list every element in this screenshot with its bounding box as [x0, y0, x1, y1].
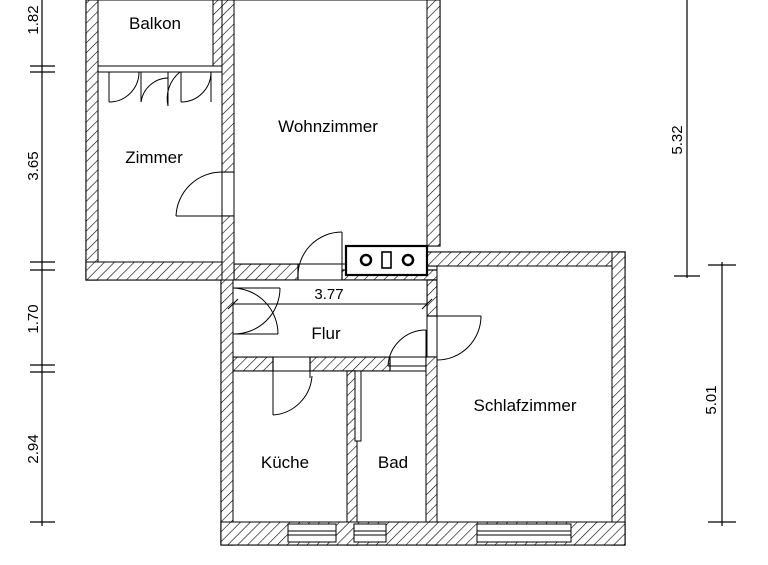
- balcony-doors: [97, 65, 223, 107]
- room-label-wohnzimmer: Wohnzimmer: [278, 117, 378, 136]
- dimension-label-right-lower: 5.01: [703, 385, 720, 414]
- dimension-label-right-upper: 5.32: [669, 125, 686, 154]
- room-floors: [97, 0, 613, 523]
- left-dimension-line: [30, 0, 55, 526]
- room-label-zimmer: Zimmer: [125, 148, 183, 167]
- windows: [287, 523, 572, 543]
- dimension-label-left-3: 1.70: [25, 304, 42, 333]
- dimension-label-left-1: 1.82: [25, 5, 42, 34]
- right-dimension-line: [674, 0, 736, 526]
- room-label-balkon: Balkon: [129, 14, 181, 33]
- doors: [175, 171, 482, 442]
- flur-dimension: [227, 282, 433, 310]
- stove-icon: [344, 244, 429, 277]
- room-label-flur: Flur: [311, 324, 341, 343]
- room-label-bad: Bad: [378, 453, 408, 472]
- room-label-kueche: Küche: [261, 453, 309, 472]
- dimension-label-left-2: 3.65: [25, 151, 42, 180]
- dimension-label-left-4: 2.94: [25, 434, 42, 463]
- room-label-schlafzimmer: Schlafzimmer: [474, 396, 577, 415]
- dimension-label-flur-width: 3.77: [314, 286, 343, 303]
